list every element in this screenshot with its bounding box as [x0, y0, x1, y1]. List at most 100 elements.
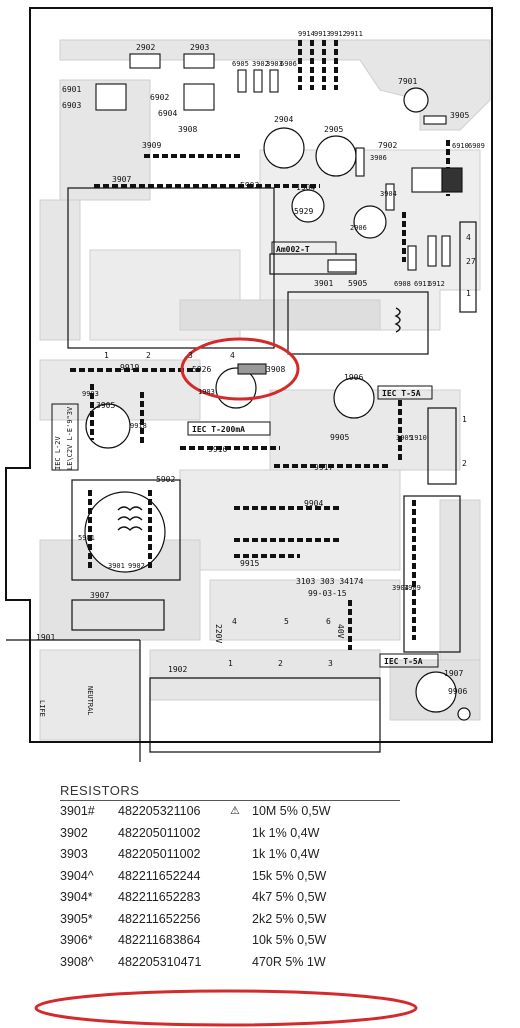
highlight-ring-board: [180, 337, 300, 401]
label-6902: 6902: [150, 93, 169, 102]
label-node-4: 4: [232, 617, 237, 626]
silkscreen-labels: 2902 2903 6901 6903 6902 6904 3908 3909 …: [36, 30, 485, 717]
label-code-1: 3103 303 34174: [296, 577, 364, 586]
part-ref: 3905*: [60, 911, 93, 926]
part-value: 15k 5% 0,5W: [252, 868, 327, 883]
label-pin-1: 1: [104, 351, 109, 360]
label-1901: 1901: [36, 633, 55, 642]
label-pin-2: 2: [146, 351, 151, 360]
label-3908-highlighted: 3908: [266, 365, 285, 374]
label-3902: 3902: [252, 60, 269, 68]
label-9911: 9911: [346, 30, 363, 38]
label-9905: 9905: [330, 433, 349, 442]
part-code: 482211652256: [118, 911, 201, 926]
label-3907-bottom: 3907: [90, 591, 109, 600]
label-3904-top: 3904: [380, 190, 397, 198]
transformer-coil: [117, 307, 401, 531]
label-6908: 6908: [394, 280, 411, 288]
warning-icon: ⚠: [230, 805, 240, 817]
label-3903: 3903: [266, 60, 283, 68]
warning-icon: [230, 909, 252, 931]
part-code: 482211683864: [118, 933, 201, 947]
label-1904: 1904: [296, 183, 315, 192]
highlight-ring-row: [34, 989, 418, 1027]
label-3901-bottom: 3901: [108, 562, 125, 570]
label-5903: 5903: [240, 181, 259, 190]
label-6905: 6905: [232, 60, 249, 68]
label-fuse-200ma: Am002-T: [276, 245, 310, 254]
label-9912: 9912: [330, 30, 347, 38]
label-6906: 6906: [280, 60, 297, 68]
label-1909: 1909: [404, 584, 421, 592]
label-node-2: 2: [278, 659, 283, 668]
warning-icon: [230, 823, 252, 845]
label-7901: 7901: [398, 77, 417, 86]
label-6903: 6903: [62, 101, 81, 110]
label-pin-27: 27: [466, 257, 476, 266]
table-row: 3904* 482211652283 4k7 5% 0,5W: [60, 887, 440, 909]
label-9914: 9914: [298, 30, 315, 38]
part-value: 4k7 5% 0,5W: [252, 890, 327, 904]
label-node-3: 3: [328, 659, 333, 668]
label-220v: 220V: [214, 624, 223, 643]
label-7902: 7902: [378, 141, 397, 150]
label-2905: 2905: [324, 125, 343, 134]
label-pin-2-conn: 2: [462, 459, 467, 468]
label-6909: 6909: [468, 142, 485, 150]
part-ref: 3906*: [60, 933, 93, 947]
label-pin-4-mid: 4: [230, 351, 235, 360]
label-9919: 9919: [120, 363, 139, 372]
label-2904: 2904: [274, 115, 293, 124]
label-2903: 2903: [190, 43, 209, 52]
parts-list-heading: RESISTORS: [60, 782, 400, 801]
warning-icon: [230, 866, 252, 888]
label-pin-3: 3: [188, 351, 193, 360]
label-5902: 5902: [156, 475, 175, 484]
label-2902: 2902: [136, 43, 155, 52]
part-ref: 3904^: [60, 868, 94, 883]
label-pin-1-right: 1: [466, 289, 471, 298]
part-ref: 3908^: [60, 954, 94, 969]
label-3904-bottom: 3904: [392, 584, 409, 592]
part-code: 482205321106: [118, 804, 201, 818]
label-5926: 5926: [192, 365, 211, 374]
part-value: 10k 5% 0,5W: [252, 933, 327, 947]
label-9917: 9917: [314, 463, 333, 472]
part-value: 10M 5% 0,5W: [252, 804, 331, 818]
label-9915: 9915: [240, 559, 259, 568]
part-value: 470R 5% 1W: [252, 954, 326, 969]
label-node-1: 1: [228, 659, 233, 668]
label-9906: 9906: [448, 687, 467, 696]
label-9902: 9902: [128, 562, 145, 570]
label-3906: 3906: [370, 154, 387, 162]
label-3903-left: 9903: [82, 390, 99, 398]
pcb-layout-diagram: 2902 2903 6901 6903 6902 6904 3908 3909 …: [5, 7, 493, 762]
label-node-5: 5: [284, 617, 289, 626]
table-row: 3904^ 482211652244 15k 5% 0,5W: [60, 866, 440, 888]
label-3908-top: 3908: [178, 125, 197, 134]
label-iec-c2v: LE\C2V L-E'9"3V: [66, 406, 74, 470]
warning-icon: [230, 952, 252, 974]
label-neutral: NEUTRAL: [86, 686, 94, 716]
part-value: 2k2 5% 0,5W: [252, 911, 327, 926]
label-iec-l2v: IEC L-2V: [54, 435, 62, 470]
part-code: 482211652244: [118, 868, 201, 883]
label-2906: 2906: [350, 224, 367, 232]
jumper-wires: [70, 40, 450, 650]
part-ref: 3904*: [60, 890, 93, 904]
part-code: 482211652283: [118, 890, 201, 904]
label-pin-1-conn: 1: [462, 415, 467, 424]
label-1907: 1907: [444, 669, 463, 678]
label-node-6: 6: [326, 617, 331, 626]
warning-icon: [230, 930, 252, 952]
part-ref: 3903: [60, 847, 88, 861]
board-bottom-outline: [6, 639, 381, 762]
label-3905-left: 3905: [96, 401, 115, 410]
part-value: 1k 1% 0,4W: [252, 847, 320, 861]
part-ref: 3902: [60, 825, 88, 840]
part-ref: 3901#: [60, 804, 95, 818]
table-row: 3901# 482205321106 ⚠ 10M 5% 0,5W: [60, 801, 440, 823]
